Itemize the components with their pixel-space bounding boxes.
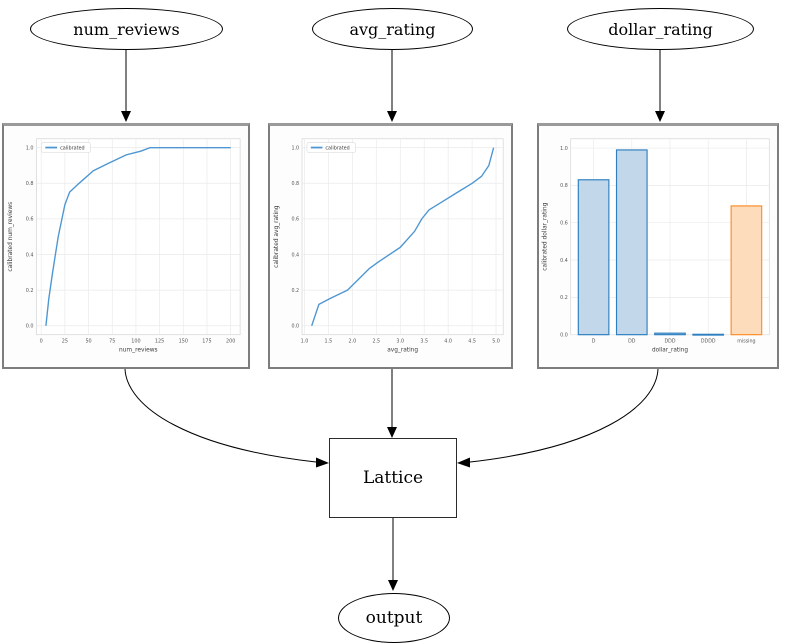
axes-area bbox=[301, 138, 504, 336]
x-tick-label: 125 bbox=[155, 339, 164, 345]
x-axis-label: avg_rating bbox=[387, 347, 418, 353]
y-tick-label: 0.4 bbox=[560, 258, 568, 264]
y-tick-label: 0.6 bbox=[291, 217, 299, 223]
arrowhead bbox=[388, 580, 398, 591]
x-tick-label: DDD bbox=[664, 338, 675, 344]
y-axis-label: calibrated avg_rating bbox=[274, 205, 280, 268]
y-tick-label: 1.0 bbox=[560, 146, 568, 152]
num-reviews-calibration-chart: 0 25 50 75 100 125 150 175 200 0.0 0.2 0.4 0.6 0.8 1.0… bbox=[8, 138, 241, 353]
legend-label: calibrated bbox=[60, 146, 85, 152]
y-tick-label: 0.0 bbox=[560, 332, 568, 338]
node-dollar-rating-label: dollar_rating bbox=[608, 19, 713, 39]
avg-rating-calibration-chart: 1.0 1.5 2.0 2.5 3.0 3.5 4.0 4.5 5.0 0.0 0.2 0.4 0.6 0… bbox=[274, 138, 504, 353]
bar-D bbox=[577, 179, 610, 336]
y-tick-label: 0.2 bbox=[291, 288, 299, 294]
x-tick-label: 3.0 bbox=[396, 338, 404, 344]
axes-area bbox=[36, 138, 241, 336]
node-lattice-label: Lattice bbox=[362, 468, 424, 488]
bar-DDD bbox=[654, 332, 686, 336]
x-tick-label: 1.5 bbox=[325, 338, 333, 344]
x-tick-label: 100 bbox=[131, 339, 140, 345]
x-tick-label: 1.0 bbox=[301, 338, 309, 344]
arrowhead bbox=[655, 111, 665, 122]
y-tick-label: 0.0 bbox=[26, 324, 34, 330]
x-tick-label: 5.0 bbox=[492, 338, 500, 344]
node-output-label: output bbox=[365, 608, 423, 628]
legend-label: calibrated bbox=[325, 145, 349, 151]
y-tick-label: 0.8 bbox=[560, 183, 568, 189]
x-tick-label: 2.0 bbox=[349, 338, 357, 344]
calibration-curve bbox=[45, 146, 231, 326]
x-tick-label: D bbox=[592, 338, 596, 344]
y-axis-label: calibrated num_reviews bbox=[8, 202, 14, 272]
edge-plot1-to-lattice bbox=[124, 368, 317, 463]
y-tick-label: 1.0 bbox=[291, 145, 299, 151]
y-tick-label: 0.2 bbox=[26, 288, 34, 294]
y-tick-label: 0.6 bbox=[560, 220, 568, 226]
node-lattice: Lattice bbox=[329, 438, 457, 518]
calibration-plot-num-reviews: 0 25 50 75 100 125 150 175 200 0.0 0.2 0.4 0.6 0.8 1.0… bbox=[2, 123, 250, 369]
x-axis-label: num_reviews bbox=[119, 347, 158, 353]
x-tick-label: missing bbox=[737, 338, 755, 344]
y-tick-label: 0.0 bbox=[291, 324, 299, 330]
x-tick-label: 0 bbox=[40, 339, 43, 345]
node-num-reviews-label: num_reviews bbox=[73, 19, 180, 39]
calibration-curve bbox=[311, 147, 495, 326]
x-tick-label: 2.5 bbox=[372, 338, 380, 344]
node-output: output bbox=[338, 593, 450, 643]
x-tick-label: 4.0 bbox=[444, 338, 452, 344]
edge-plot3-to-lattice bbox=[469, 368, 659, 463]
x-tick-label: 25 bbox=[62, 339, 68, 345]
y-axis-label: calibrated dollar_rating bbox=[543, 202, 549, 270]
node-num-reviews: num_reviews bbox=[30, 8, 223, 50]
x-tick-label: 150 bbox=[179, 339, 188, 345]
y-tick-label: 0.8 bbox=[26, 181, 34, 187]
legend-box bbox=[41, 142, 91, 153]
y-tick-label: 0.4 bbox=[26, 252, 34, 258]
y-tick-label: 0.6 bbox=[26, 217, 34, 223]
y-tick-label: 0.2 bbox=[560, 295, 568, 301]
y-tick-label: 1.0 bbox=[26, 145, 34, 151]
x-tick-label: DDDD bbox=[701, 338, 716, 344]
legend-box bbox=[306, 142, 356, 153]
arrowhead bbox=[316, 457, 329, 468]
x-tick-label: 175 bbox=[202, 339, 211, 345]
x-tick-label: 50 bbox=[85, 339, 91, 345]
y-tick-label: 0.8 bbox=[291, 181, 299, 187]
arrowhead bbox=[457, 457, 470, 468]
bar-DD bbox=[615, 149, 648, 336]
x-tick-label: 3.5 bbox=[420, 338, 428, 344]
y-tick-label: 0.4 bbox=[291, 252, 299, 258]
node-dollar-rating: dollar_rating bbox=[567, 8, 754, 50]
x-tick-label: 200 bbox=[226, 339, 235, 345]
x-tick-label: 4.5 bbox=[468, 338, 476, 344]
x-tick-label: DD bbox=[628, 338, 636, 344]
arrowhead bbox=[121, 111, 131, 122]
arrowhead bbox=[387, 111, 397, 122]
node-avg-rating: avg_rating bbox=[312, 8, 473, 50]
node-avg-rating-label: avg_rating bbox=[349, 19, 436, 39]
x-axis-label: dollar_rating bbox=[652, 347, 688, 353]
x-tick-label: 75 bbox=[109, 339, 115, 345]
bar-missing bbox=[730, 205, 763, 336]
calibration-plot-avg-rating: 1.0 1.5 2.0 2.5 3.0 3.5 4.0 4.5 5.0 0.0 0.2 0.4 0.6 0… bbox=[268, 123, 513, 369]
arrowhead bbox=[387, 427, 397, 438]
bar-DDDD bbox=[692, 333, 725, 336]
